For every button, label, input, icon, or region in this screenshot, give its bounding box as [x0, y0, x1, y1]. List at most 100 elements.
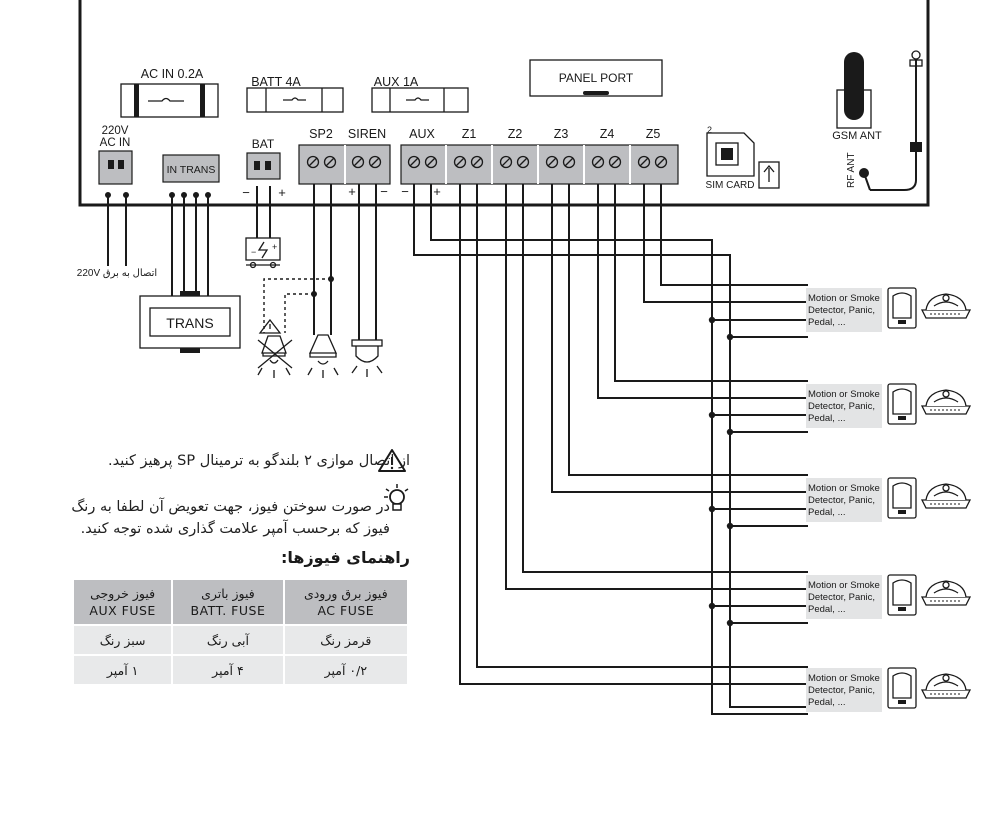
svg-text:+: +	[272, 242, 277, 252]
aux-fuse-label: AUX 1A	[374, 75, 419, 89]
panel-port: PANEL PORT	[529, 59, 663, 97]
fuse-header-batt: فیوز باتری BATT. FUSE	[171, 578, 285, 626]
detector-label: Detector, Panic,	[808, 305, 875, 316]
svg-text:−: −	[251, 247, 256, 257]
fuse-header-en: BATT. FUSE	[190, 603, 266, 618]
detector-label: Pedal, ...	[808, 317, 846, 328]
fuse-header-fa: فیوز خروجی	[90, 586, 156, 601]
terminal-block-sp2-siren	[298, 144, 391, 185]
speaker-icon	[307, 334, 339, 378]
fuse-header-fa: فیوز برق ورودی	[303, 586, 388, 601]
zone-wiring	[413, 184, 808, 715]
detector-label: Detector, Panic,	[808, 495, 875, 506]
terminal-label-z4: Z4	[600, 127, 615, 141]
aux-minus-label: −	[401, 184, 409, 199]
detector-label: Pedal, ...	[808, 604, 846, 615]
bat-label: BAT	[252, 137, 275, 151]
rf-antenna-icon	[859, 50, 923, 191]
fuse-replacement-note: در صورت سوختن فیوز، جهت تعویض آن لطفا به…	[71, 499, 390, 537]
speaker-warning-note: از اتصال موازی ۲ بلندگو به ترمینال SP پر…	[108, 453, 410, 469]
sim-card-icon	[706, 132, 780, 189]
detector-label: Motion or Smoke	[808, 293, 880, 304]
fuse-amp-row: ۱ آمپر ۴ آمپر ۰/۲ آمپر	[71, 654, 410, 686]
smoke-detector-icon	[920, 293, 972, 319]
siren-light-icon	[351, 339, 383, 377]
gsm-antenna-icon	[836, 52, 872, 129]
sim-number: 2	[707, 125, 712, 135]
siren-minus-label: −	[380, 184, 388, 199]
ac-in-fuse	[120, 83, 219, 118]
terminal-label-siren: SIREN	[348, 127, 386, 141]
detector-label: Motion or Smoke	[808, 673, 880, 684]
transformer: TRANS	[139, 291, 241, 353]
detector-label: Motion or Smoke	[808, 483, 880, 494]
gsm-ant-label: GSM ANT	[832, 130, 882, 142]
detector-label: Motion or Smoke	[808, 580, 880, 591]
fuse-amp-ac: ۰/۲ آمپر	[282, 654, 410, 686]
battery-icon: − +	[245, 186, 281, 269]
ac-in-voltage-label: 220V	[102, 125, 129, 137]
fuse-guide-table: فیوز خروجی AUX FUSE فیوز باتری BATT. FUS…	[71, 578, 410, 686]
fuse-color-row: سبز رنگ آبی رنگ قرمز رنگ	[71, 624, 410, 656]
panel-port-label: PANEL PORT	[559, 71, 634, 85]
terminal-block-aux-zones	[400, 144, 679, 185]
detector-block-4: Motion or Smoke Detector, Panic, Pedal, …	[806, 574, 972, 619]
ac-in-fuse-label: AC IN 0.2A	[141, 67, 204, 81]
terminal-label-sp2: SP2	[309, 127, 333, 141]
detector-label: Pedal, ...	[808, 507, 846, 518]
bat-minus-label: −	[242, 185, 250, 200]
motion-detector-icon	[887, 287, 917, 329]
detector-block-3: Motion or Smoke Detector, Panic, Pedal, …	[806, 477, 972, 522]
ac-in-label: AC IN	[100, 137, 131, 149]
detector-block-1: Motion or Smoke Detector, Panic, Pedal, …	[806, 287, 972, 332]
batt-fuse-label: BATT 4A	[251, 75, 301, 89]
fuse-color-ac: قرمز رنگ	[282, 624, 410, 656]
transformer-label: TRANS	[166, 315, 213, 331]
smoke-detector-icon	[920, 483, 972, 509]
detector-label: Detector, Panic,	[808, 592, 875, 603]
sim-card-label: SIM CARD	[706, 180, 755, 191]
fuse-guide-title: راهنمای فیوزها:	[280, 548, 410, 567]
panel-board	[78, 0, 930, 207]
batt-fuse	[246, 87, 344, 113]
fuse-header-aux: فیوز خروجی AUX FUSE	[71, 578, 174, 626]
rf-ant-label: RF ANT	[846, 152, 857, 188]
aux-fuse	[371, 87, 469, 113]
terminal-label-aux: AUX	[409, 127, 435, 141]
smoke-detector-icon	[920, 389, 972, 415]
terminal-label-z1: Z1	[462, 127, 477, 141]
siren-plus-label: +	[348, 184, 356, 199]
in-trans-label: IN TRANS	[167, 164, 216, 176]
terminal-label-z5: Z5	[646, 127, 661, 141]
fuse-amp-batt: ۴ آمپر	[171, 654, 285, 686]
detector-label: Pedal, ...	[808, 697, 846, 708]
detector-label: Pedal, ...	[808, 413, 846, 424]
detector-label: Detector, Panic,	[808, 685, 875, 696]
small-warning-icon	[258, 318, 282, 334]
fuse-header-fa: فیوز باتری	[201, 586, 255, 601]
bat-plus-label: +	[278, 185, 286, 200]
warning-icon	[378, 449, 406, 472]
ac-in-connector	[98, 150, 133, 266]
fuse-color-batt: آبی رنگ	[171, 624, 285, 656]
smoke-detector-icon	[920, 580, 972, 606]
fuse-table-header-row: فیوز خروجی AUX FUSE فیوز باتری BATT. FUS…	[71, 578, 410, 626]
motion-detector-icon	[887, 667, 917, 709]
terminal-label-z2: Z2	[508, 127, 523, 141]
motion-detector-icon	[887, 574, 917, 616]
bat-connector	[246, 152, 281, 180]
detector-label: Detector, Panic,	[808, 401, 875, 412]
mains-connection-label: اتصال به برق 220V	[77, 268, 157, 279]
fuse-color-aux: سبز رنگ	[71, 624, 174, 656]
in-trans-connector: IN TRANS	[162, 154, 220, 296]
lightbulb-icon	[384, 484, 409, 511]
fuse-header-ac: فیوز برق ورودی AC FUSE	[282, 578, 410, 626]
crossed-speaker-icon	[257, 335, 293, 378]
smoke-detector-icon	[920, 673, 972, 699]
terminal-label-z3: Z3	[554, 127, 569, 141]
detector-block-2: Motion or Smoke Detector, Panic, Pedal, …	[806, 383, 972, 428]
fuse-header-en: AUX FUSE	[89, 603, 156, 618]
siren-wiring	[263, 184, 377, 340]
fuse-header-en: AC FUSE	[317, 603, 375, 618]
